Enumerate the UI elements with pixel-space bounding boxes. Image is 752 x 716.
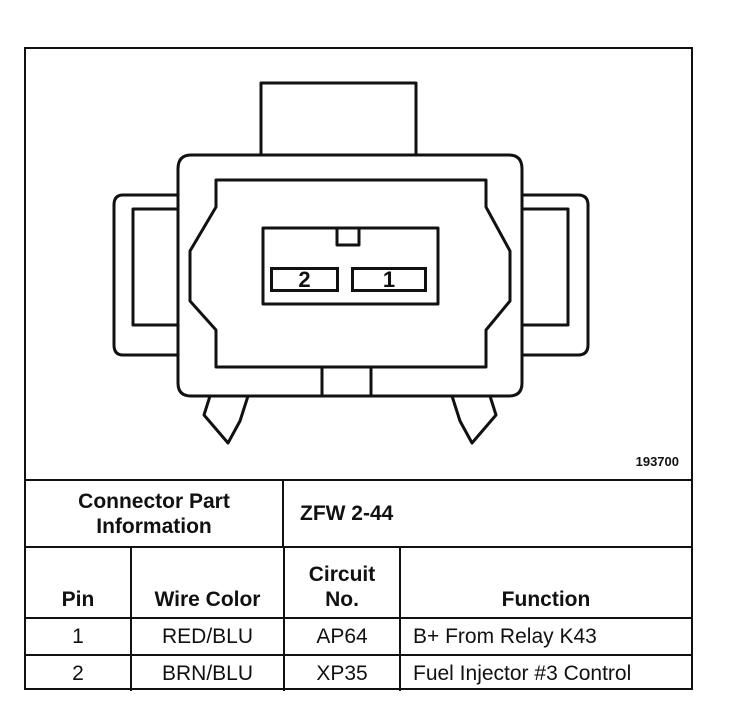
figure-number: 193700 (635, 454, 679, 469)
pin-2-cavity: 2 (270, 267, 339, 292)
pin-2-label: 2 (298, 266, 311, 292)
left-clip (112, 193, 178, 357)
cell-pin: 2 (26, 654, 132, 691)
connector-info-row: Connector Part Information ZFW 2-44 (26, 479, 691, 546)
table-row: 2 BRN/BLU XP35 Fuel Injector #3 Control (26, 654, 691, 691)
header-circuit: Circuit No. (283, 546, 401, 619)
left-clip-inner (131, 207, 178, 327)
header-circuit-line1: Circuit (308, 563, 376, 586)
header-pin: Pin (26, 546, 132, 619)
top-tab (259, 81, 418, 155)
info-label-line2: Information (96, 514, 212, 538)
cell-wire-color: RED/BLU (130, 617, 285, 656)
header-function: Function (399, 546, 691, 619)
key-notch (335, 226, 361, 247)
header-circuit-line2: No. (325, 588, 359, 611)
header-wire-color: Wire Color (130, 546, 285, 619)
connector-drawing (112, 81, 590, 445)
connector-frame: 2 1 193700 Connector Part Information ZF… (24, 47, 693, 691)
right-wedge (450, 395, 498, 445)
cell-circuit: XP35 (283, 654, 401, 691)
pin-1-cavity: 1 (351, 267, 427, 292)
cell-function: B+ From Relay K43 (399, 617, 691, 656)
bottom-latch (320, 367, 373, 396)
right-clip (522, 193, 590, 357)
outer-body (176, 153, 524, 398)
connector-part-number: ZFW 2-44 (300, 501, 394, 525)
connector-diagram: 2 1 193700 (26, 49, 691, 479)
cell-circuit: AP64 (283, 617, 401, 656)
pin-1-label: 1 (382, 266, 396, 292)
cell-function: Fuel Injector #3 Control (399, 654, 691, 691)
table-row: 1 RED/BLU AP64 B+ From Relay K43 (26, 617, 691, 656)
cell-pin: 1 (26, 617, 132, 656)
pinout-table: Pin Wire Color Circuit No. Function 1 RE… (26, 546, 691, 691)
cell-wire-color: BRN/BLU (130, 654, 285, 691)
left-wedge (202, 395, 250, 445)
cavity-window (261, 226, 440, 306)
info-label-line1: Connector Part (78, 489, 230, 513)
inner-body (188, 178, 512, 369)
connector-info-label: Connector Part Information (26, 481, 284, 546)
table-header-row: Pin Wire Color Circuit No. Function (26, 546, 691, 619)
right-clip-inner (522, 207, 570, 327)
